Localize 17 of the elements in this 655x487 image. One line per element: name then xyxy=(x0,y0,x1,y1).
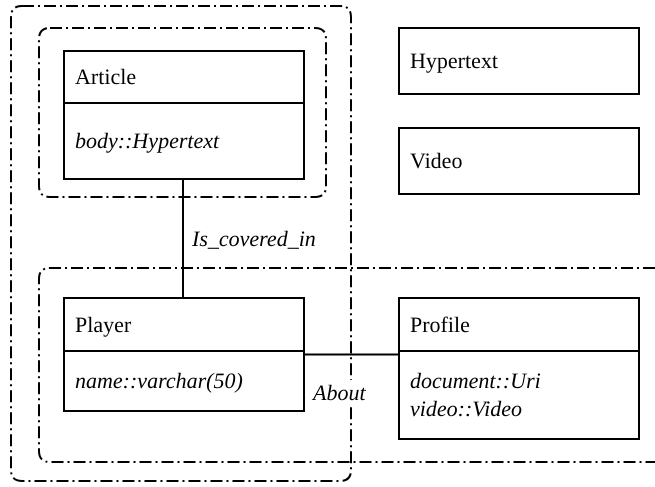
edge-label: About xyxy=(311,380,368,406)
class-box xyxy=(63,50,305,180)
class-name: Profile xyxy=(410,310,471,338)
class-box xyxy=(398,297,640,440)
class-name: Player xyxy=(75,310,132,338)
association-line xyxy=(305,354,398,356)
class-box xyxy=(63,297,305,412)
class-name: Hypertext xyxy=(410,47,499,75)
attribute-text: name::varchar(50) xyxy=(75,367,244,395)
association-line xyxy=(182,180,184,297)
class-name: Video xyxy=(410,147,464,175)
class-box xyxy=(398,27,640,95)
attribute-text: document::Uri xyxy=(410,367,542,395)
attribute-text: video::Video xyxy=(410,395,523,423)
attribute-text: body::Hypertext xyxy=(75,127,220,155)
class-name: Article xyxy=(75,63,138,91)
class-box xyxy=(398,127,640,195)
